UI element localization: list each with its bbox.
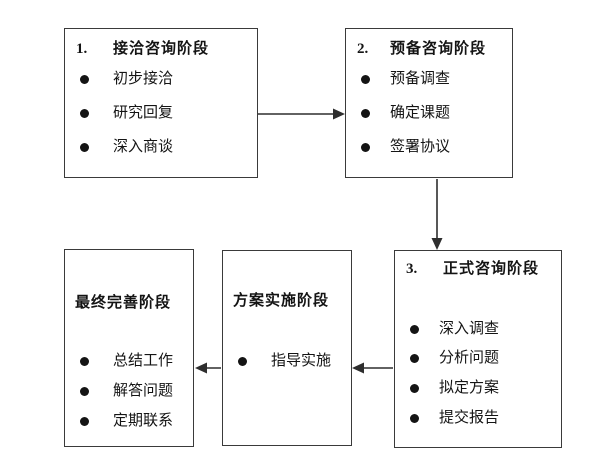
stage-3-title: 正式咨询阶段 [443, 261, 540, 277]
stage-3-item-1: 深入调查 [439, 321, 500, 337]
list-item: 初步接洽 [65, 69, 253, 89]
stage-box-5-final-improvement: 最终完善阶段 总结工作 解答问题 定期联系 [64, 249, 194, 447]
list-item: 总结工作 [65, 351, 189, 371]
list-item: 定期联系 [65, 411, 189, 431]
list-item: 分析问题 [395, 348, 557, 368]
bullet-icon [410, 354, 419, 363]
list-item: 指导实施 [223, 351, 347, 371]
stage-2-title-row: 2. 预备咨询阶段 [346, 39, 508, 59]
stage-5-title: 最终完善阶段 [75, 295, 172, 311]
bullet-icon [361, 109, 370, 118]
stage-1-title-row: 1. 接洽咨询阶段 [65, 39, 253, 59]
bullet-icon [361, 143, 370, 152]
stage-2-number: 2. [357, 41, 369, 57]
list-item: 预备调查 [346, 69, 508, 89]
stage-box-4-plan-implementation: 方案实施阶段 指导实施 [222, 250, 352, 446]
stage-3-title-row: 3. 正式咨询阶段 [395, 259, 557, 279]
stage-1-item-2: 研究回复 [113, 105, 174, 121]
bullet-icon [80, 357, 89, 366]
stage-4-title: 方案实施阶段 [233, 293, 330, 309]
bullet-icon [361, 75, 370, 84]
stage-2-title: 预备咨询阶段 [390, 41, 487, 57]
bullet-icon [410, 325, 419, 334]
list-item: 提交报告 [395, 408, 557, 428]
stage-2-item-2: 确定课题 [390, 105, 451, 121]
stage-4-item-1: 指导实施 [271, 353, 332, 369]
stage-4-title-row: 方案实施阶段 [223, 291, 347, 311]
bullet-icon [410, 384, 419, 393]
stage-box-3-formal-consulting: 3. 正式咨询阶段 深入调查 分析问题 拟定方案 提交报告 [394, 250, 562, 448]
bullet-icon [410, 414, 419, 423]
stage-3-item-4: 提交报告 [439, 410, 500, 426]
stage-3-number: 3. [406, 261, 418, 277]
stage-2-item-1: 预备调查 [390, 71, 451, 87]
bullet-icon [80, 143, 89, 152]
stage-box-2-preparatory-consulting: 2. 预备咨询阶段 预备调查 确定课题 签署协议 [345, 28, 513, 178]
stage-box-1-initial-contact: 1. 接洽咨询阶段 初步接洽 研究回复 深入商谈 [64, 28, 258, 178]
arrow-stage3-to-stage4-icon [352, 362, 393, 374]
list-item: 研究回复 [65, 103, 253, 123]
arrow-stage1-to-stage2-icon [258, 108, 345, 120]
list-item: 解答问题 [65, 381, 189, 401]
list-item: 深入调查 [395, 319, 557, 339]
stage-3-item-2: 分析问题 [439, 350, 500, 366]
arrow-stage2-to-stage3-icon [431, 179, 443, 250]
bullet-icon [238, 357, 247, 366]
bullet-icon [80, 387, 89, 396]
stage-5-item-1: 总结工作 [113, 353, 174, 369]
stage-3-item-3: 拟定方案 [439, 380, 500, 396]
stage-1-number: 1. [76, 41, 88, 57]
stage-1-title: 接洽咨询阶段 [113, 41, 210, 57]
stage-5-item-3: 定期联系 [113, 413, 174, 429]
bullet-icon [80, 109, 89, 118]
stage-1-item-1: 初步接洽 [113, 71, 174, 87]
stage-5-item-2: 解答问题 [113, 383, 174, 399]
stage-5-title-row: 最终完善阶段 [65, 293, 189, 313]
stage-2-item-3: 签署协议 [390, 139, 451, 155]
bullet-icon [80, 417, 89, 426]
list-item: 拟定方案 [395, 378, 557, 398]
bullet-icon [80, 75, 89, 84]
list-item: 深入商谈 [65, 137, 253, 157]
arrow-stage4-to-stage5-icon [195, 362, 221, 374]
list-item: 签署协议 [346, 137, 508, 157]
stage-1-item-3: 深入商谈 [113, 139, 174, 155]
list-item: 确定课题 [346, 103, 508, 123]
